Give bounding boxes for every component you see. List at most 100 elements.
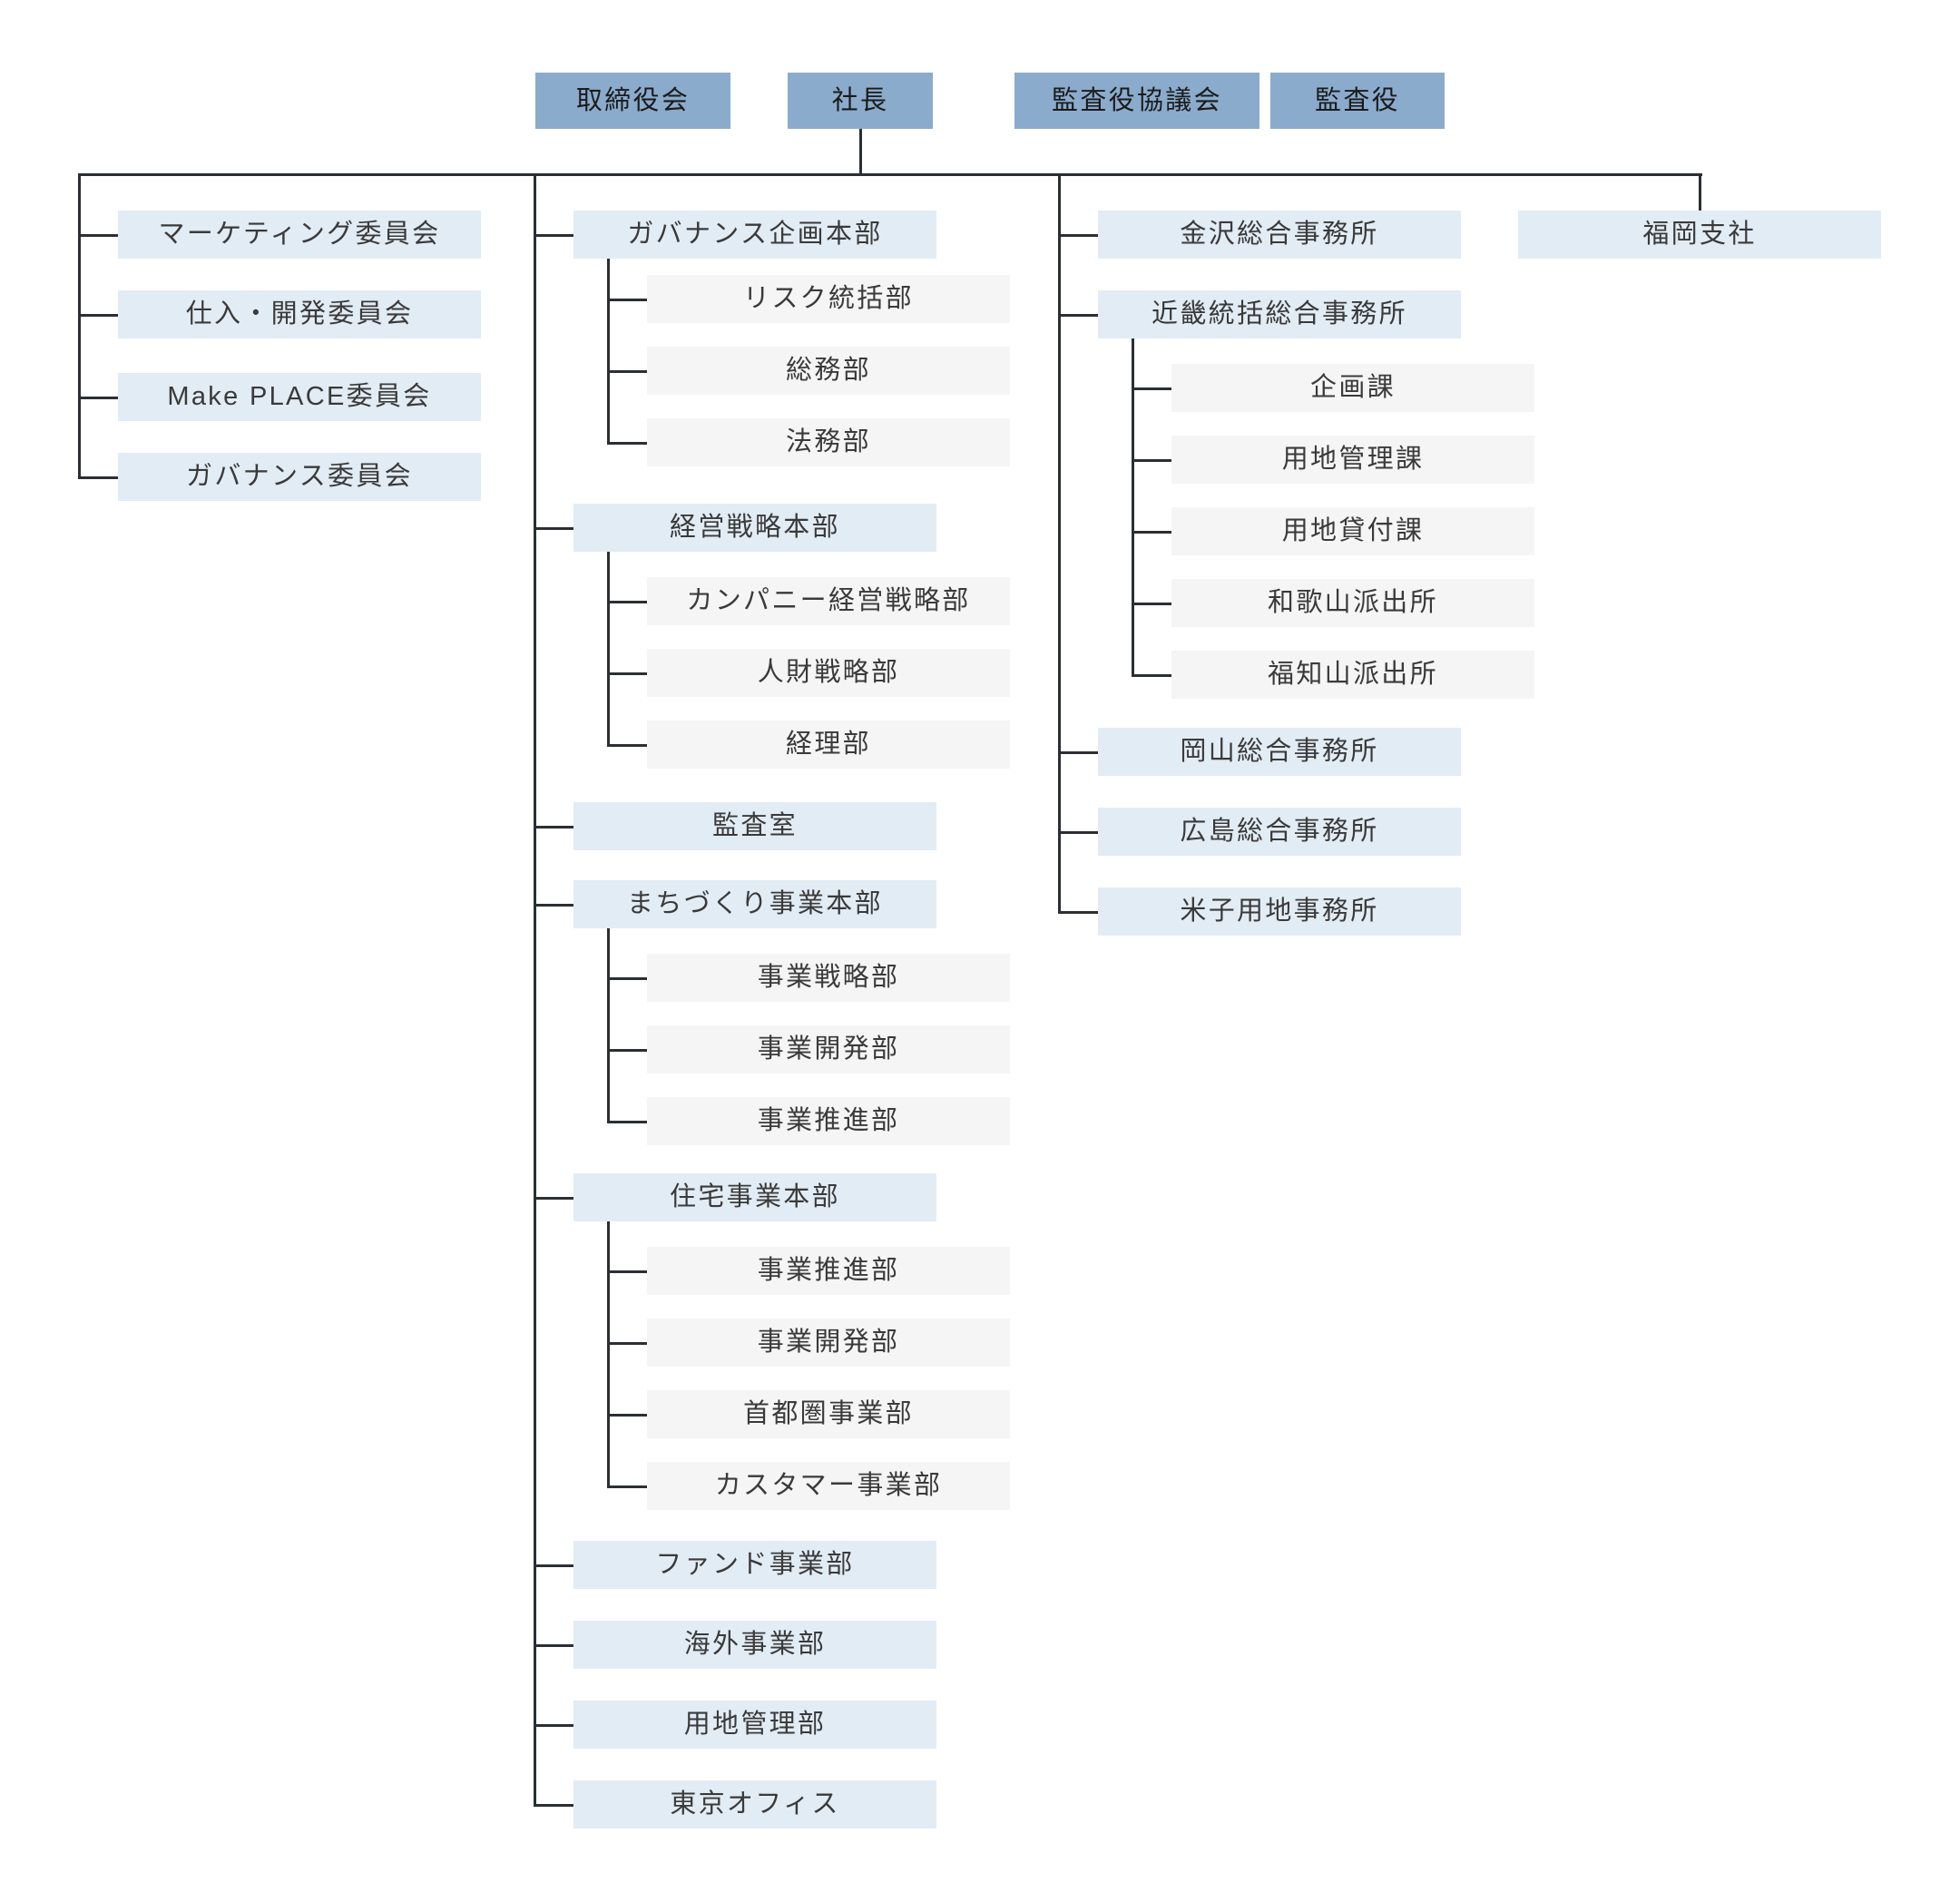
node-hiroshima-general-office-label: 広島総合事務所 [1180,817,1379,847]
node-land-management-section-label: 用地管理課 [1281,445,1425,475]
node-accounting-dept-label: 経理部 [786,730,871,760]
node-kanazawa-general-office-label: 金沢総合事務所 [1180,220,1379,250]
connector-stub-sub [1132,387,1171,390]
node-governance-planning-hq-label: ガバナンス企画本部 [627,220,883,250]
node-hb-business-development-dept-label: 事業開発部 [757,1328,900,1358]
node-company-management-strategy-dept[interactable]: カンパニー経営戦略部 [647,577,1010,625]
node-land-management-dept[interactable]: 用地管理部 [573,1701,936,1749]
node-hb-business-development-dept[interactable]: 事業開発部 [647,1319,1010,1367]
node-wakayama-branch[interactable]: 和歌山派出所 [1171,579,1534,627]
node-land-lease-section[interactable]: 用地貸付課 [1171,507,1534,555]
connector-stub-fund-business-dept [534,1564,573,1567]
connector-stub-management-strategy-hq [534,526,573,530]
top-node-auditor-label: 監査役 [1315,85,1400,115]
node-audit-office-label: 監査室 [712,811,798,841]
connector-stub-kinki-general-office [1058,313,1098,317]
node-planning-section-label: 企画課 [1310,373,1396,403]
node-okayama-general-office-label: 岡山総合事務所 [1180,737,1379,767]
node-fukuoka-branch-office-label: 福岡支社 [1642,220,1757,250]
top-node-auditor-council[interactable]: 監査役協議会 [1014,73,1259,129]
node-legal-dept-label: 法務部 [786,427,871,457]
node-hb-metropolitan-dept[interactable]: 首都圏事業部 [647,1390,1010,1438]
connector-stub-sub [607,298,647,301]
node-td-business-strategy-dept[interactable]: 事業戦略部 [647,954,1010,1002]
node-governance-committee-label: ガバナンス委員会 [186,462,413,492]
node-governance-planning-hq[interactable]: ガバナンス企画本部 [573,211,936,259]
top-node-board-label: 取締役会 [575,85,691,115]
node-td-business-promotion-dept[interactable]: 事業推進部 [647,1097,1010,1145]
top-node-president[interactable]: 社長 [788,73,933,129]
node-hb-customer-dept[interactable]: カスタマー事業部 [647,1462,1010,1510]
top-node-auditor[interactable]: 監査役 [1270,73,1445,129]
node-make-place-committee[interactable]: Make PLACE委員会 [118,373,481,421]
node-audit-office[interactable]: 監査室 [573,802,936,850]
node-td-business-development-dept[interactable]: 事業開発部 [647,1025,1010,1074]
connector-stub-sub [607,672,647,675]
connector-stub-town-development-hq [534,903,573,907]
node-governance-committee[interactable]: ガバナンス委員会 [118,453,481,501]
node-td-business-strategy-dept-label: 事業戦略部 [757,963,900,993]
node-td-business-development-dept-label: 事業開発部 [757,1034,900,1064]
node-kanazawa-general-office[interactable]: 金沢総合事務所 [1098,211,1461,259]
node-company-management-strategy-dept-label: カンパニー経営戦略部 [686,586,971,616]
node-risk-management-dept[interactable]: リスク統括部 [647,275,1010,323]
node-hb-business-promotion-dept[interactable]: 事業推進部 [647,1247,1010,1295]
node-yonago-land-office-label: 米子用地事務所 [1180,897,1379,926]
node-okayama-general-office[interactable]: 岡山総合事務所 [1098,728,1461,776]
node-human-resources-strategy-dept-label: 人財戦略部 [757,658,900,688]
connector-stub-tokyo-office [534,1803,573,1807]
connector-stub-sub [607,1048,647,1052]
node-procurement-development-committee-label: 仕入・開発委員会 [185,299,414,329]
connector-stub-sub [607,369,647,373]
node-fukuoka-branch-office[interactable]: 福岡支社 [1518,211,1881,259]
node-hb-customer-dept-label: カスタマー事業部 [714,1471,943,1501]
node-marketing-committee[interactable]: マーケティング委員会 [118,211,481,259]
node-kinki-general-office-label: 近畿統括総合事務所 [1152,299,1407,329]
node-town-development-hq-label: まちづくり事業本部 [627,889,883,919]
node-town-development-hq[interactable]: まちづくり事業本部 [573,880,936,928]
node-land-management-section[interactable]: 用地管理課 [1171,436,1534,484]
connector-stub-sub [607,600,647,603]
node-housing-business-hq-label: 住宅事業本部 [670,1182,840,1212]
main-distribution-bus [78,173,1702,176]
node-kinki-general-office[interactable]: 近畿統括総合事務所 [1098,290,1461,338]
node-risk-management-dept-label: リスク統括部 [743,284,914,314]
connector-stub-sub [607,976,647,980]
connector-stub-housing-business-hq [534,1196,573,1200]
connector-stub-okayama-general-office [1058,750,1098,754]
node-fund-business-dept[interactable]: ファンド事業部 [573,1541,936,1589]
node-general-affairs-dept[interactable]: 総務部 [647,347,1010,395]
node-general-affairs-dept-label: 総務部 [786,356,871,386]
connector-stub-sub [607,743,647,747]
node-fukuchiyama-branch[interactable]: 福知山派出所 [1171,651,1534,699]
node-yonago-land-office[interactable]: 米子用地事務所 [1098,887,1461,936]
node-marketing-committee-label: マーケティング委員会 [158,220,441,250]
node-land-lease-section-label: 用地貸付課 [1281,516,1425,546]
connector-stub-marketing-committee [78,233,118,237]
connector-stub-yonago-land-office [1058,910,1098,914]
top-node-auditor-council-label: 監査役協議会 [1052,85,1222,115]
node-housing-business-hq[interactable]: 住宅事業本部 [573,1173,936,1221]
connector-stub-sub [1132,602,1171,605]
node-accounting-dept[interactable]: 経理部 [647,721,1010,769]
node-management-strategy-hq[interactable]: 経営戦略本部 [573,504,936,552]
node-hb-business-promotion-dept-label: 事業推進部 [757,1256,900,1286]
node-hiroshima-general-office[interactable]: 広島総合事務所 [1098,808,1461,856]
node-procurement-development-committee[interactable]: 仕入・開発委員会 [118,290,481,338]
connector-stub-procurement-development-committee [78,313,118,317]
column-stem-1 [534,173,536,1805]
node-planning-section[interactable]: 企画課 [1171,364,1534,412]
node-tokyo-office[interactable]: 東京オフィス [573,1780,936,1828]
node-legal-dept[interactable]: 法務部 [647,418,1010,466]
top-node-board[interactable]: 取締役会 [535,73,730,129]
connector-stub-sub [607,1120,647,1123]
sub-stem-housing-business-hq [607,1221,610,1486]
node-overseas-business-dept[interactable]: 海外事業部 [573,1621,936,1669]
column-stem-2 [1058,173,1061,912]
connector-stub-make-place-committee [78,396,118,399]
connector-stub-kanazawa-general-office [1058,233,1098,237]
node-management-strategy-hq-label: 経営戦略本部 [670,513,840,543]
sub-stem-kinki-general-office [1132,338,1134,675]
node-human-resources-strategy-dept[interactable]: 人財戦略部 [647,649,1010,697]
